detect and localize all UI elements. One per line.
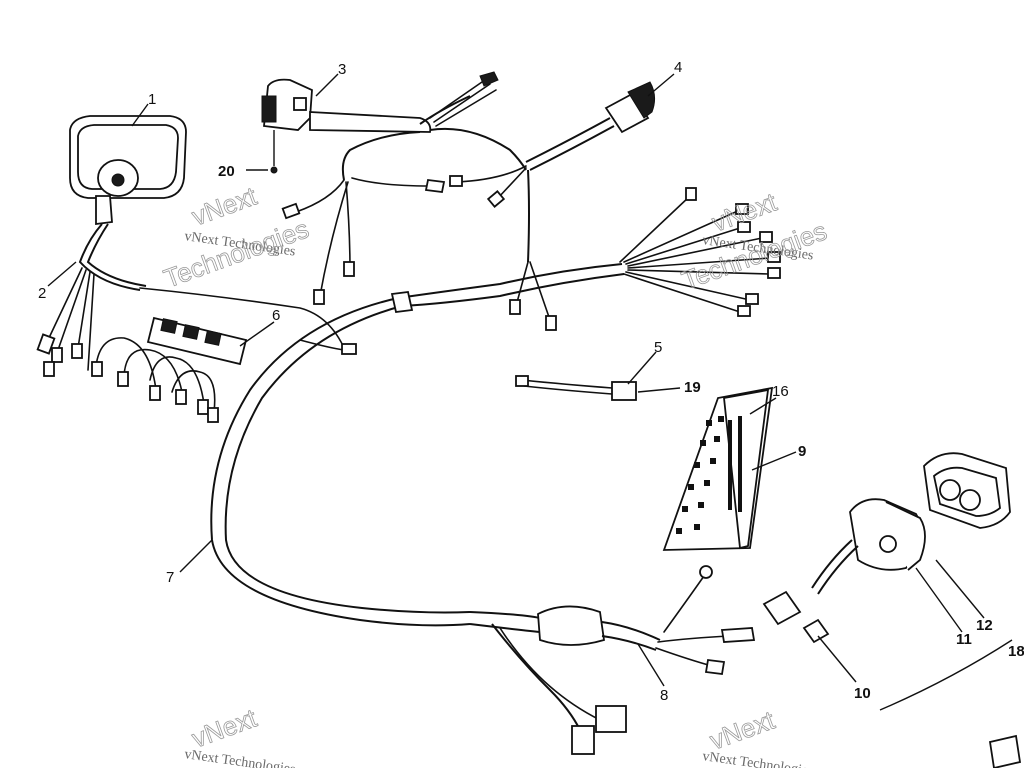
main-harness (210, 263, 625, 627)
callout-11: 11 (956, 631, 972, 648)
callout-12: 12 (976, 617, 993, 634)
rear-harness (469, 565, 756, 755)
relay-lead (515, 375, 637, 401)
watermark-brand: vNext (188, 702, 261, 753)
callout-9: 9 (798, 443, 806, 460)
callout-1: 1 (148, 91, 156, 108)
callout-3: 3 (338, 61, 346, 78)
handlebar-switch (261, 78, 432, 174)
callout-19: 19 (684, 379, 701, 396)
fuse-panel (662, 386, 774, 551)
callout-7: 7 (166, 569, 174, 586)
callout-6: 6 (272, 307, 280, 324)
callout-5: 5 (654, 339, 662, 356)
main-connector (449, 81, 656, 331)
callout-16: 16 (772, 383, 789, 400)
callout-4: 4 (674, 59, 682, 76)
callout-8: 8 (660, 687, 668, 704)
headlight-sub-harness (36, 223, 346, 377)
tail-light-assembly (762, 452, 1022, 770)
callout-10: 10 (854, 685, 871, 702)
switch-harness (281, 71, 527, 305)
connector-block (146, 316, 248, 366)
callout-20: 20 (218, 163, 235, 180)
watermark-brand: vNext (188, 180, 261, 231)
watermark-company: vNext Technologies (183, 747, 296, 768)
headlight-assembly (69, 115, 187, 226)
callout-18: 18 (1008, 643, 1024, 660)
callout-leaders (47, 73, 985, 687)
terminal-wire-loops (91, 337, 219, 423)
harness-breakout (619, 187, 781, 317)
watermark-brand: vNext (706, 704, 779, 755)
watermark-company: vNext Technologies (701, 749, 814, 768)
callout-labels: 1 2 3 4 5 6 7 8 9 10 11 12 16 18 19 20 (38, 59, 1024, 704)
callout-2: 2 (38, 285, 46, 302)
